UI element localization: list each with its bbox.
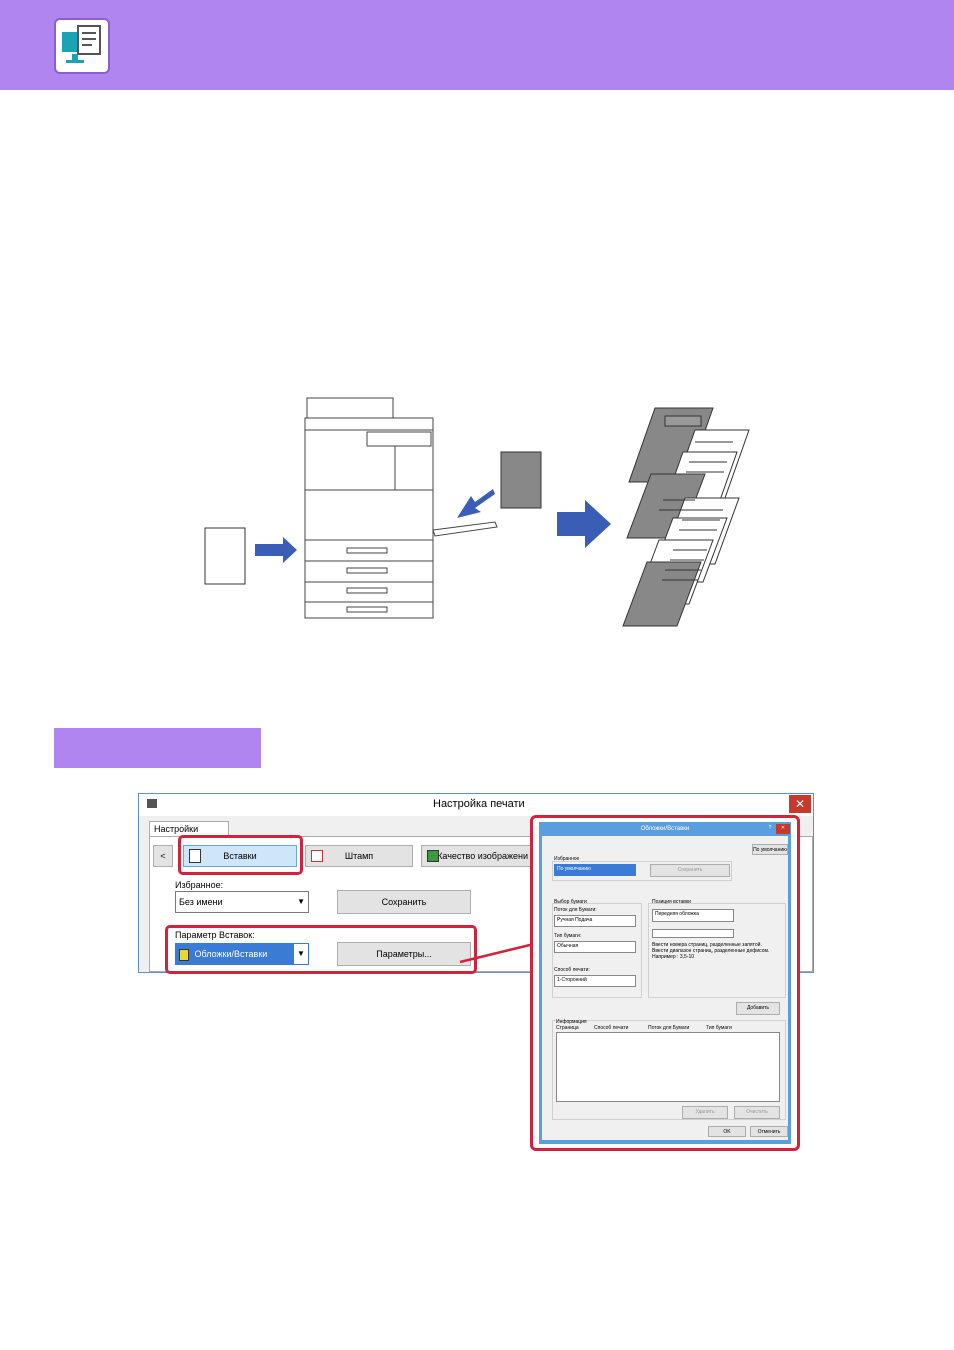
paper-select-label: Выбор бумаги — [554, 899, 587, 905]
parameters-button[interactable]: Параметры... — [337, 942, 471, 966]
paper-type-select[interactable]: Обычная — [554, 941, 636, 953]
covers-inserts-dialog-frame: Обложки/Вставки ? ✕ По умолчанию Избранн… — [530, 815, 800, 1151]
col-source: Поток для Бумаги — [648, 1025, 690, 1031]
inserts-button[interactable]: Вставки — [183, 845, 297, 867]
favorites-select[interactable]: Без имени ▼ — [175, 891, 309, 913]
sub-favorites-select[interactable]: По умолчанию — [554, 864, 636, 876]
print-method-select[interactable]: 1-Сторонний — [554, 975, 636, 987]
favorites-group — [552, 861, 732, 881]
close-button[interactable]: ✕ — [789, 795, 811, 813]
sub-favorites-value: По умолчанию — [557, 866, 591, 872]
subdialog-body: По умолчанию Избранное По умолчанию Сохр… — [542, 836, 788, 1140]
ok-button[interactable]: OK — [708, 1126, 746, 1137]
col-type: Тип бумаги — [706, 1025, 732, 1031]
info-list[interactable] — [556, 1032, 780, 1102]
stamp-icon — [311, 850, 323, 862]
nav-prev-button[interactable]: < — [153, 845, 173, 867]
quality-icon — [427, 850, 439, 862]
image-quality-button[interactable]: Качество изображени — [421, 845, 531, 867]
default-button[interactable]: По умолчанию — [752, 844, 788, 855]
favorites-label: Избранное: — [175, 880, 224, 890]
inserts-label: Вставки — [223, 851, 257, 861]
favorites-value: Без имени — [179, 897, 223, 907]
save-button[interactable]: Сохранить — [337, 890, 471, 914]
insert-param-value: Обложки/Вставки — [194, 949, 268, 959]
paper-type-label: Тип бумаги: — [554, 933, 582, 939]
subdialog-title: Обложки/Вставки — [640, 826, 690, 832]
sub-favorites-label: Избранное — [554, 856, 580, 862]
stamp-label: Штамп — [344, 851, 374, 861]
sub-save-button[interactable]: Сохранить — [650, 864, 730, 877]
section-label-band — [54, 728, 261, 768]
connector-line — [459, 942, 535, 964]
dialog-titlebar: Настройка печати ✕ — [139, 794, 813, 816]
quality-label: Качество изображени — [437, 851, 528, 861]
print-method-label: Способ печати: — [554, 967, 590, 973]
print-method-value: 1-Сторонний — [557, 977, 587, 983]
insert-param-icon — [179, 948, 189, 961]
info-label: Информация — [556, 1019, 587, 1025]
page-numbers-input[interactable] — [652, 929, 734, 938]
insert-position-group — [648, 903, 786, 998]
paper-type-value: Обычная — [557, 943, 579, 949]
clear-button[interactable]: Очистить — [734, 1106, 780, 1119]
insert-position-value: Передняя обложка — [655, 911, 699, 917]
pc-print-icon — [54, 18, 110, 74]
stamp-button[interactable]: Штамп — [305, 845, 413, 867]
insert-sheets-illustration — [204, 397, 750, 627]
header-band — [0, 0, 954, 90]
insert-position-label: Позиция вставки — [652, 899, 691, 905]
dialog-title: Настройка печати — [433, 798, 525, 810]
help-button[interactable]: ? — [765, 824, 775, 834]
col-method: Способ печати — [594, 1025, 629, 1031]
cancel-button[interactable]: Отменить — [750, 1126, 788, 1137]
hint-line-3: Например : 3,5-10 — [652, 954, 695, 960]
highlight-inserts — [178, 835, 303, 875]
highlight-insert-params — [165, 925, 477, 974]
paper-select-group — [552, 903, 642, 998]
paper-source-value: Ручная Подача — [557, 917, 593, 923]
insert-param-label: Параметр Вставок: — [175, 930, 255, 940]
insert-param-select[interactable]: Обложки/Вставки ▼ — [175, 943, 309, 965]
delete-button[interactable]: Удалить — [682, 1106, 728, 1119]
col-page: Страница — [556, 1025, 579, 1031]
chevron-down-icon: ▼ — [297, 897, 305, 906]
printer-icon — [147, 799, 157, 808]
covers-inserts-dialog: Обложки/Вставки ? ✕ По умолчанию Избранн… — [539, 822, 791, 1144]
paper-source-select[interactable]: Ручная Подача — [554, 915, 636, 927]
hint-line-2: Ввести диапазон страниц, разделенные деф… — [652, 948, 770, 954]
info-group — [552, 1020, 786, 1120]
hint-line-1: Ввести номера страниц, разделенные запят… — [652, 942, 762, 948]
paper-source-label: Поток для Бумаги: — [554, 907, 597, 913]
insert-position-select[interactable]: Передняя обложка — [652, 909, 734, 922]
chevron-down-icon: ▼ — [294, 944, 308, 964]
subdialog-close-button[interactable]: ✕ — [776, 824, 790, 834]
inserts-icon — [189, 849, 201, 863]
add-button[interactable]: Добавить — [736, 1002, 780, 1015]
